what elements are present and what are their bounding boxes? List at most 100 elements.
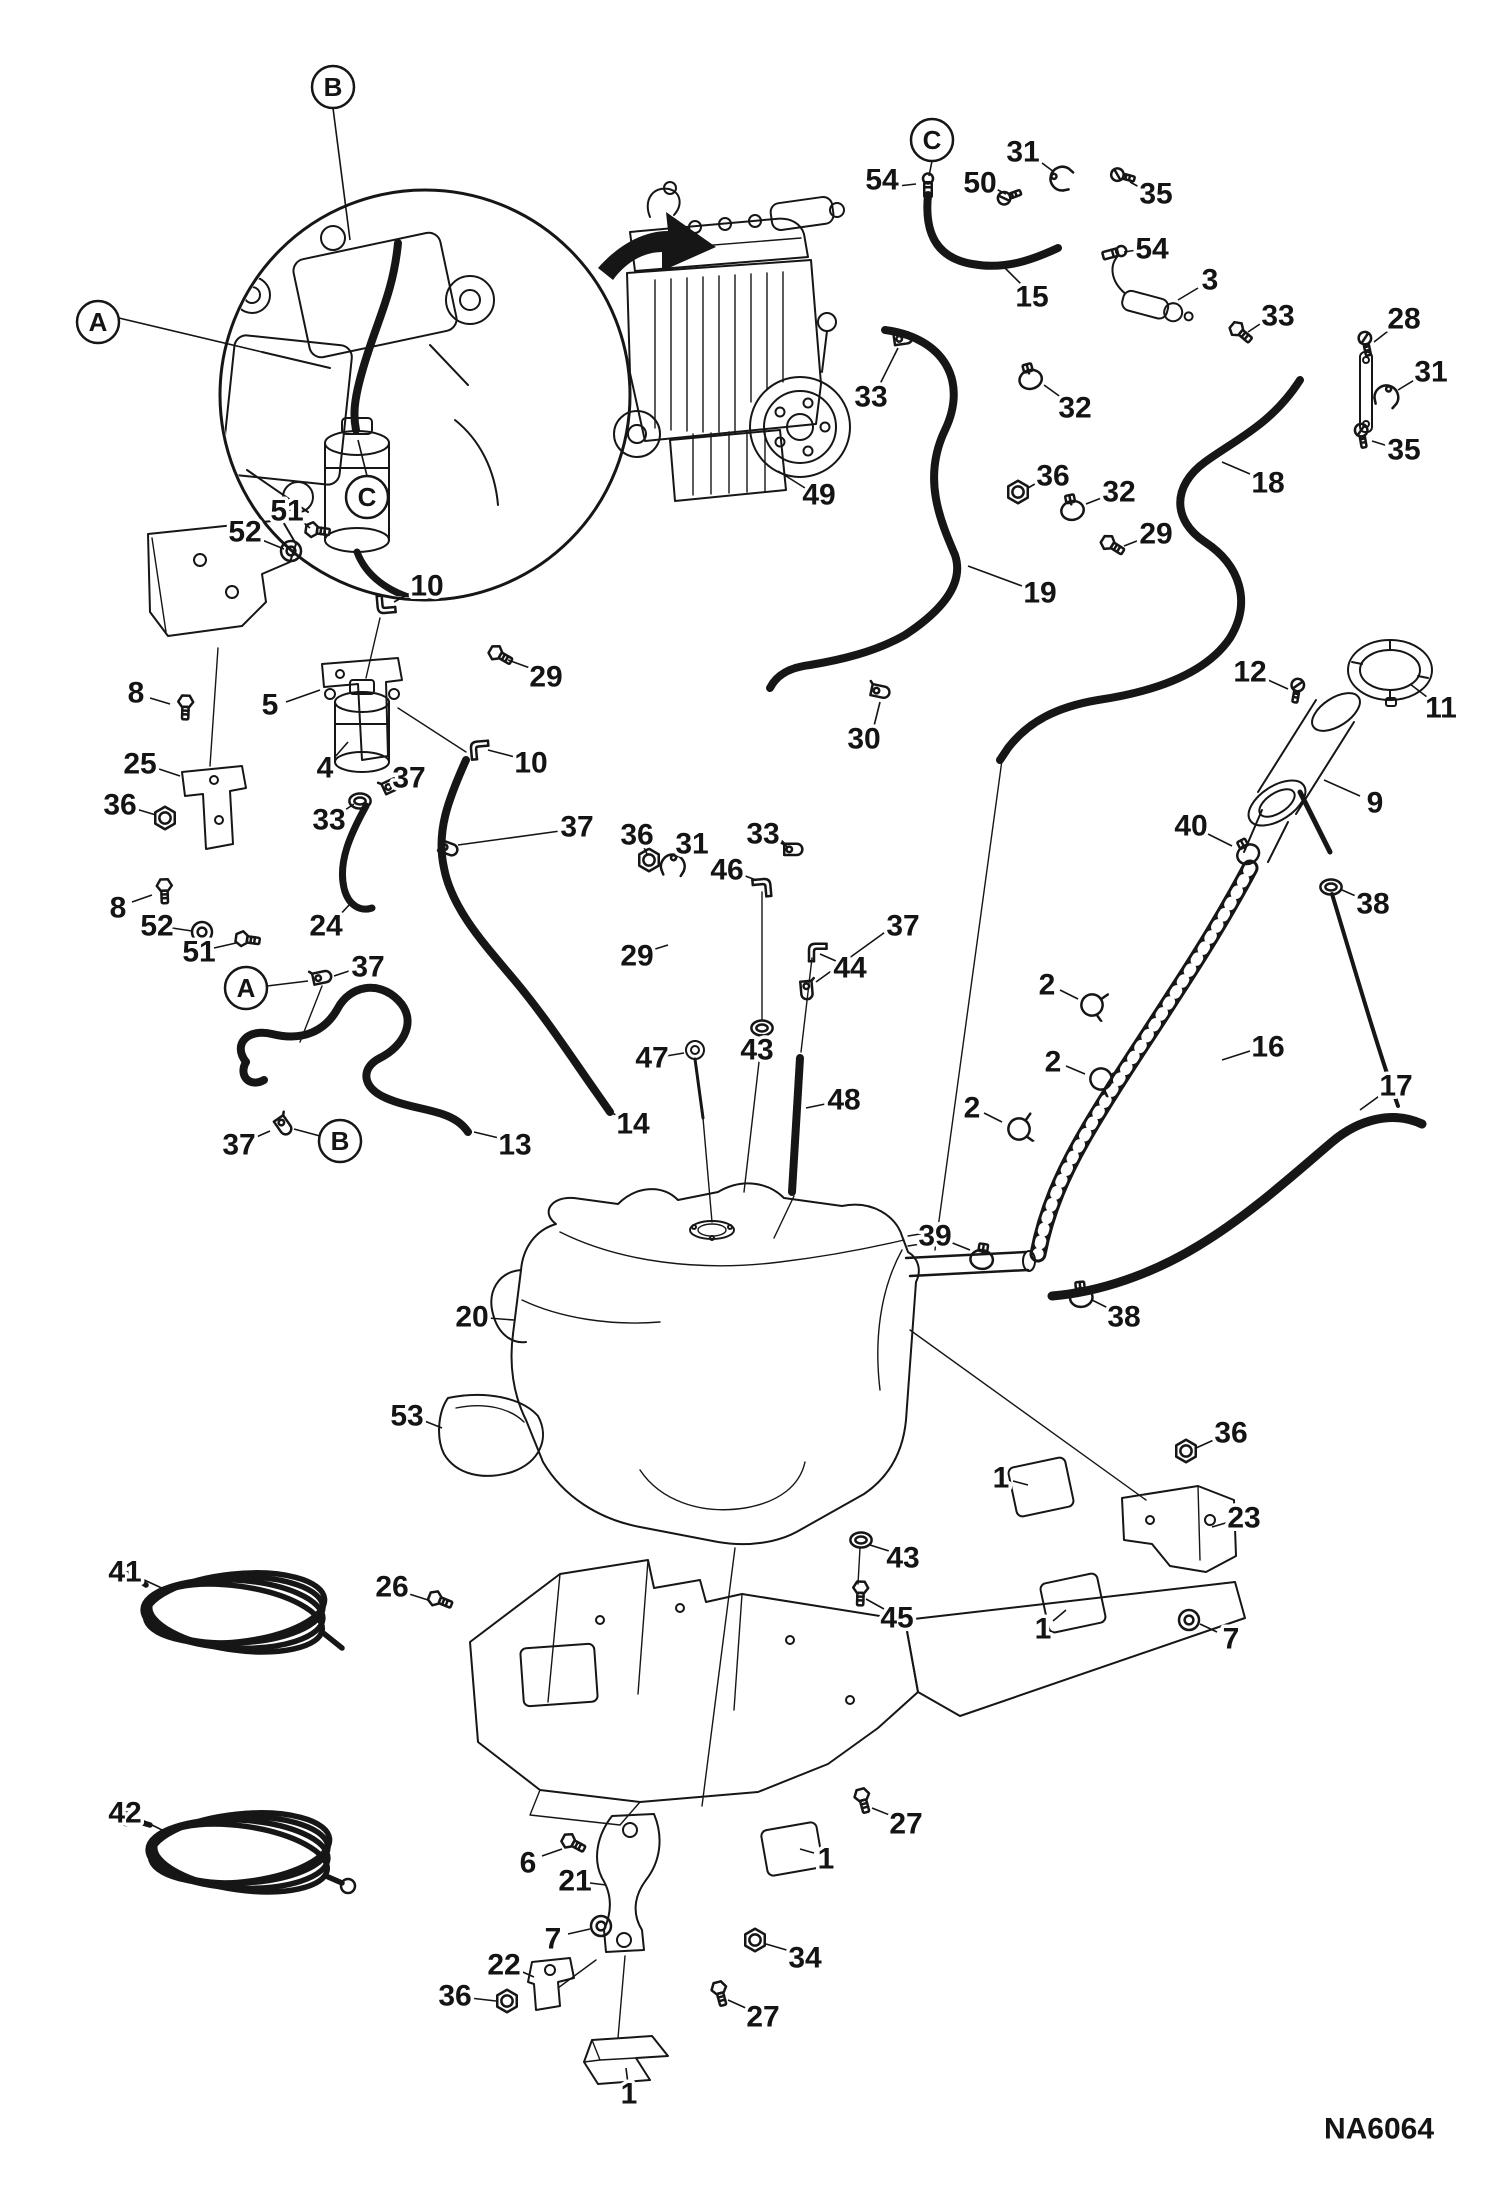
leader-line [1004,267,1023,286]
callout-37: 37 [886,910,919,943]
spring-clamp-icon [1077,988,1110,1023]
callout-31: 31 [675,828,708,861]
callout-52: 52 [228,516,261,549]
leader-line [949,1241,971,1251]
callout-46: 46 [710,854,743,887]
leader-line [727,1999,749,2010]
leader-line [799,1848,815,1854]
leader-line [967,565,1023,587]
leader-line [1091,1299,1111,1310]
heat-shield [147,519,297,637]
bolt-icon [851,1786,875,1816]
nut-icon [638,847,660,873]
callout-38: 38 [1356,888,1389,921]
leader-line [819,953,837,962]
callout-53: 53 [390,1400,423,1433]
callout-1: 1 [993,1462,1010,1495]
clamp-icon [1229,833,1264,870]
callout-7: 7 [1223,1623,1240,1656]
leader-line [457,830,561,846]
leader-line [139,1818,169,1834]
view-label-A: A [223,965,269,1011]
callout-41: 41 [108,1556,141,1589]
engine-illustration [613,181,851,502]
clip-icon [780,840,804,857]
callout-54: 54 [865,164,899,197]
callout-13: 13 [498,1129,531,1162]
view-label-B: B [317,1118,363,1164]
callout-32: 32 [1102,476,1135,509]
leader-line [507,659,531,669]
clamp-icon [967,1241,997,1272]
leader-line [357,439,368,477]
callout-52: 52 [140,910,173,943]
leader-line [341,803,355,813]
leader-line [1341,889,1359,898]
callout-15: 15 [1015,281,1048,314]
leader-line [773,838,789,848]
leader-line [1221,461,1251,475]
leader-line [333,969,353,977]
leader-line [1129,181,1142,189]
callout-14: 14 [616,1108,650,1141]
leader-line [1059,989,1079,1000]
svg-text:B: B [324,72,343,102]
leader-line [332,107,351,241]
leader-line [1323,779,1361,797]
svg-text:C: C [358,482,377,512]
leader-line [171,927,193,932]
leader-line [1359,1093,1383,1111]
grommet-icon [348,792,372,810]
detail-arrow-icon [598,212,716,280]
leader-line [405,1592,429,1601]
fuel-filter [324,679,400,773]
callout-33: 33 [1261,300,1294,333]
callout-16: 16 [1251,1031,1284,1064]
leader-line [869,1544,890,1552]
hose-18 [996,376,1304,764]
callout-36: 36 [1214,1417,1247,1450]
leader-line [469,1997,497,2002]
leader-line [765,1943,791,1952]
view-label-B: B [310,64,356,110]
callout-29: 29 [529,661,562,694]
callout-25: 25 [123,748,156,781]
callout-10: 10 [410,570,443,603]
leader-line [641,842,648,855]
mount-bracket-25 [181,765,247,850]
callout-2: 2 [1039,969,1056,1002]
callout-37: 37 [392,762,425,795]
callout-12: 12 [1233,656,1266,689]
elbow-fitting-icon [469,739,491,761]
leader-line [1371,440,1389,447]
deflector [438,1393,544,1477]
leader-line [473,1131,500,1139]
callout-35: 35 [1387,434,1420,467]
callout-50: 50 [963,167,996,200]
leader-line [333,741,349,759]
bolt-icon [425,1587,456,1614]
leader-line [1123,249,1138,253]
grommet-icon [849,1531,873,1549]
callout-2: 2 [1045,1046,1062,1079]
bolt-icon [155,877,174,905]
hose-13-end [239,1058,268,1087]
leader-line [873,701,881,727]
callout-49: 49 [802,479,835,512]
leader-line [118,317,263,353]
callout-43: 43 [886,1542,919,1575]
callout-31: 31 [1006,136,1039,169]
callout-48: 48 [827,1084,860,1117]
nut-icon [496,1988,518,2014]
shutoff-valve [1111,254,1194,323]
callout-36: 36 [438,1980,471,2013]
leader-line [1043,384,1063,399]
leader-line [1065,1065,1086,1075]
leader-line [541,1848,563,1857]
leader-line [605,1109,621,1118]
callout-30: 30 [847,723,880,756]
leader-line [1247,321,1264,333]
leader-line [1409,683,1428,698]
